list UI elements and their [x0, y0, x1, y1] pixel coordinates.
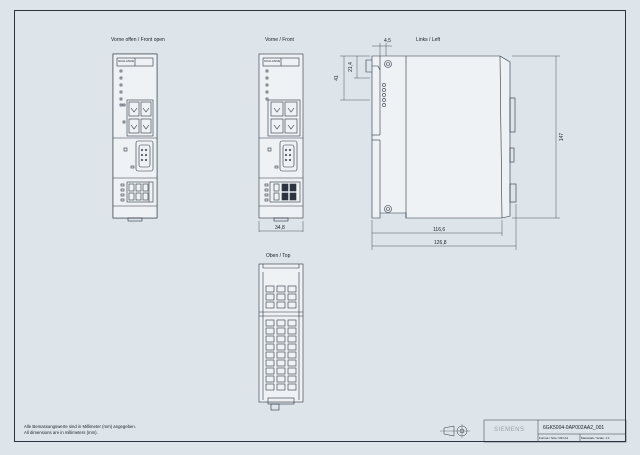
device-brand-label: SCALANCE [264, 59, 281, 63]
device-brand-label: SCALANCE [118, 59, 135, 63]
front-open-view-label: Vorne offen / Front open [111, 37, 165, 43]
title-block [440, 419, 627, 443]
top-vent-grid [265, 285, 297, 391]
dim-34-8: 34,8 [275, 225, 285, 231]
scale-label: Massstab / Scale: 1:1 [581, 436, 610, 440]
dim-126-8: 126,8 [434, 240, 447, 246]
side-dimension-lines [340, 43, 560, 250]
rj45-ports [122, 99, 154, 137]
rj45-ports [267, 99, 301, 137]
projection-symbol-icon [440, 424, 470, 438]
terminal-blocks [264, 181, 301, 203]
top-view [258, 263, 304, 411]
drawing-frame [14, 10, 626, 442]
dimension-note-en: All dimensions are in millimeters (mm). [24, 429, 98, 435]
dim-21-4: 21,4 [347, 62, 354, 72]
dimension-note: Alle Bemassungswerte sind in Millimeter … [24, 424, 136, 435]
dim-116-6: 116,6 [433, 227, 446, 233]
siemens-logo: SIEMENS [494, 427, 525, 433]
front-view [258, 53, 304, 232]
top-view-label: Oben / Top [266, 253, 291, 259]
dim-147: 147 [559, 132, 566, 142]
subd-connector [267, 140, 298, 172]
dim-4-5: 4,5 [384, 38, 391, 44]
dimension-note-de: Alle Bemassungswerte sind in Millimeter … [24, 424, 137, 429]
side-led-holes [382, 83, 386, 107]
subd-connector [123, 140, 154, 172]
status-led-column [265, 69, 269, 101]
front-open-view [112, 53, 158, 222]
left-view-label: Links / Left [416, 37, 441, 43]
status-led-column [119, 69, 123, 107]
document-id: 6GK5004-0AP002AA2_001 [543, 425, 605, 431]
front-view-label: Vorne / Front [265, 37, 294, 43]
terminal-blocks [120, 181, 154, 203]
dim-41: 41 [333, 75, 340, 81]
format-label: Format / Size: DIN A4 [539, 436, 569, 440]
side-view [340, 43, 560, 250]
